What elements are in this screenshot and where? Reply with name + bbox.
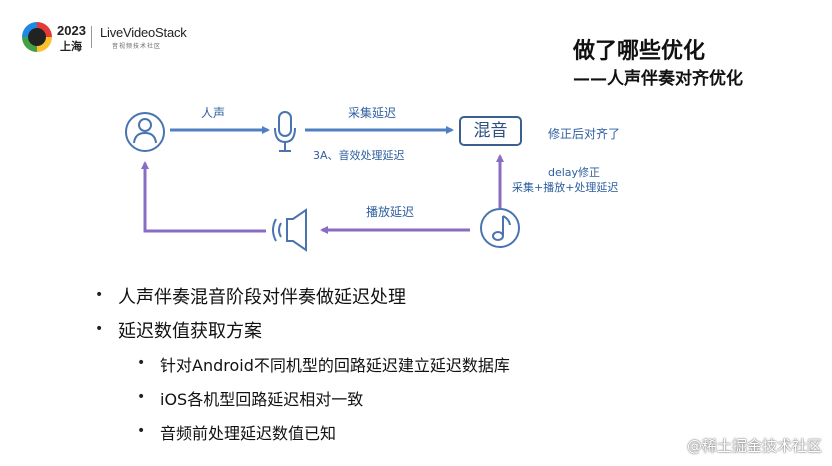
microphone-icon [274, 111, 296, 152]
user-icon [125, 112, 165, 152]
label-processing-delay: 3A、音效处理延迟 [313, 149, 405, 162]
music-note-icon [480, 208, 520, 248]
signal-flow-diagram [125, 111, 520, 252]
bullet-dot: • [95, 321, 104, 337]
logo-divider [91, 26, 92, 48]
logo-year: 2023 [57, 23, 86, 38]
label-aligned: 修正后对齐了 [548, 127, 621, 141]
label-playback-delay: 播放延迟 [366, 205, 415, 219]
slide-title: 做了哪些优化 [573, 39, 706, 64]
label-delay-fix: delay修正 [548, 166, 601, 179]
bullet-item: 人声伴奏混音阶段对伴奏做延迟处理 [118, 287, 406, 308]
sub-bullet-item: 针对Android不同机型的回路延迟建立延迟数据库 [160, 356, 510, 375]
sub-bullet-item: 音频前处理延迟数值已知 [160, 424, 337, 443]
watermark: @稀土掘金技术社区 [686, 437, 822, 455]
sub-bullet-dot: • [137, 423, 146, 439]
conference-logo-badge [22, 22, 52, 52]
label-vocal: 人声 [201, 106, 226, 120]
sub-bullet-item: iOS各机型回路延迟相对一致 [160, 390, 364, 409]
logo-brand: LiveVideoStack [100, 25, 187, 40]
logo-brand-sub: 音视频技术社区 [112, 43, 162, 50]
arrow-return-to-user [141, 161, 266, 233]
sub-bullet-dot: • [137, 389, 146, 405]
sub-bullet-dot: • [137, 355, 146, 371]
bullet-dot: • [95, 287, 104, 303]
logo-badge-center [28, 28, 46, 46]
label-capture-delay: 采集延迟 [348, 106, 397, 120]
bullet-item: 延迟数值获取方案 [118, 321, 262, 342]
slide-subtitle: ——人声伴奏对齐优化 [573, 69, 743, 89]
label-delay-fix-detail: 采集+播放+处理延迟 [512, 181, 619, 194]
speaker-icon [272, 208, 307, 252]
logo-city: 上海 [60, 40, 82, 53]
mixer-box: 混音 [459, 116, 522, 146]
